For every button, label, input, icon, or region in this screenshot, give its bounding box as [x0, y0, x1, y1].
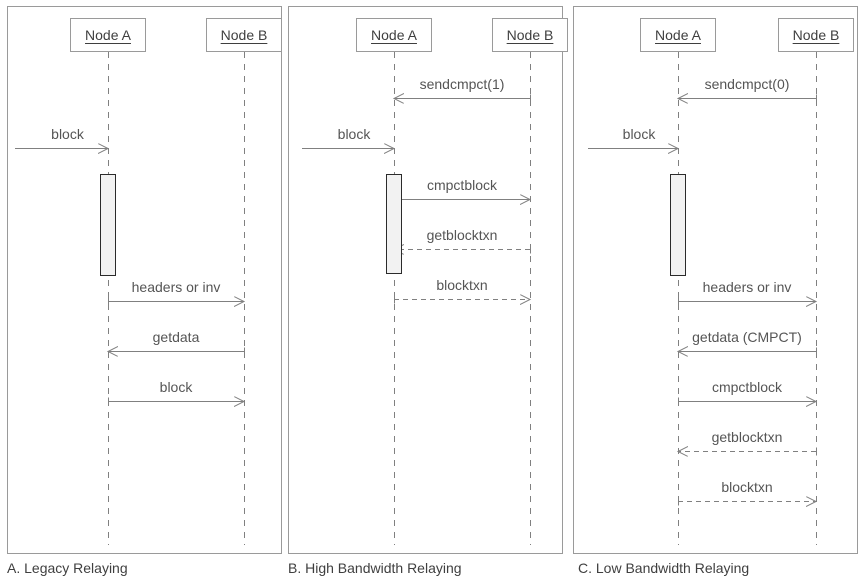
panel-c-caption: C. Low Bandwidth Relaying: [578, 560, 750, 576]
message-label-sendcmpct-1-: sendcmpct(1): [419, 76, 505, 92]
node-b-label: Node B: [792, 27, 840, 43]
message-label-cmpctblock: cmpctblock: [711, 379, 783, 395]
message-label-getdata: getdata: [152, 329, 200, 345]
message-label-getblocktxn: getblocktxn: [711, 429, 783, 445]
message-label-blocktxn: blocktxn: [721, 479, 773, 495]
panel-c-drawing: [588, 52, 859, 545]
external-label-block: block: [337, 126, 371, 142]
panel-a-node-a-box[interactable]: Node A: [70, 18, 146, 52]
node-a-label: Node A: [371, 27, 417, 43]
sequence-panel-b: Node A Node B sendcmpct(1) cmpctblock getblo…: [288, 6, 568, 554]
activation-bar-node-a: [100, 174, 116, 276]
node-b-label: Node B: [506, 27, 554, 43]
external-label-block: block: [51, 126, 84, 142]
node-b-label: Node B: [220, 27, 268, 43]
message-label-sendcmpct-0-: sendcmpct(0): [704, 76, 790, 92]
message-label-headers-or-inv: headers or inv: [131, 279, 221, 295]
activation-bar-node-a: [670, 174, 686, 276]
activation-bar-node-a: [386, 174, 402, 274]
message-label-getblocktxn: getblocktxn: [426, 227, 498, 243]
sequence-panel-c: Node A Node B sendcmpct(0) headers or inv ge…: [573, 6, 858, 554]
panel-b-node-b-box[interactable]: Node B: [492, 18, 568, 52]
panel-a-node-b-box[interactable]: Node B: [206, 18, 282, 52]
node-a-label: Node A: [85, 27, 131, 43]
message-label-block: block: [159, 379, 193, 395]
panel-b-caption: B. High Bandwidth Relaying: [288, 560, 462, 576]
panel-a-drawing: [15, 52, 283, 545]
sequence-panel-a: Node A Node B headers or inv getdata block bl…: [7, 6, 282, 554]
panel-b-node-a-box[interactable]: Node A: [356, 18, 432, 52]
message-label-blocktxn: blocktxn: [436, 277, 488, 293]
message-label-headers-or-inv: headers or inv: [702, 279, 792, 295]
node-a-label: Node A: [655, 27, 701, 43]
external-label-block: block: [622, 126, 656, 142]
message-label-getdata-cmpct-: getdata (CMPCT): [692, 329, 802, 345]
panel-c-node-b-box[interactable]: Node B: [778, 18, 854, 52]
panel-c-node-a-box[interactable]: Node A: [640, 18, 716, 52]
message-label-cmpctblock: cmpctblock: [426, 177, 498, 193]
panel-a-caption: A. Legacy Relaying: [7, 560, 128, 576]
